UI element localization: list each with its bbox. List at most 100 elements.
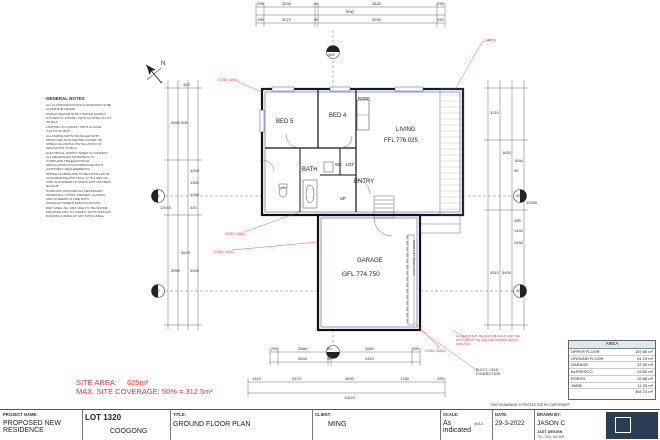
grid-marker-label: 402: [516, 288, 523, 293]
grid-marker-402-left: [151, 284, 165, 298]
dim-label: 1820: [502, 150, 511, 155]
date-value: 29-3-2022: [495, 420, 525, 427]
tb-date: DATE: 29-3-2022: [492, 410, 535, 440]
area-row-label: GROUND FLOOR: [571, 355, 604, 361]
left-dimensions: [164, 80, 202, 330]
dim-label: 2670: [292, 376, 301, 381]
dim-label: 3210: [490, 110, 499, 115]
dim-label: 4590: [345, 376, 354, 381]
area-row-value: 157.66 m²: [634, 349, 653, 354]
tb-project-name: PROJECT NAME: PROPOSED NEW RESIDENCE: [0, 410, 83, 440]
note-item: WINDOWS: PROVIDE ALL NECESSARY MATERIALS…: [46, 188, 106, 205]
north-label: N: [161, 61, 166, 67]
area-row-value: 61.19 m²: [637, 355, 653, 361]
note-item: SMOKE ALARMS ARE TO BE INSTALLED IN ACCO…: [46, 171, 112, 188]
dim-label: 290: [257, 17, 264, 22]
logo-mark-icon: [615, 417, 631, 433]
dim-label: 1310: [252, 376, 261, 381]
room-label-living: LIVING: [396, 127, 416, 133]
annotation-window-note: ALL DOOR MAY BE 2340 MM HIGHT AND THE BO…: [456, 334, 521, 347]
dim-label: 290: [437, 1, 444, 6]
room-label-bed5: BED 5: [276, 119, 294, 125]
grid-marker-label: 400: [328, 52, 335, 57]
annotation-elec-gas: ELECT / GAS CONNECTION: [476, 368, 501, 377]
dim-label: 3200: [282, 1, 291, 6]
dim-label: 400: [183, 82, 190, 87]
dim-label: 90: [514, 168, 519, 173]
dim-label: 12040: [160, 205, 172, 210]
annotation-dpc-wall: DIXEL WALL: [214, 250, 235, 254]
dim-label: 1200: [190, 168, 199, 173]
dim-label: 3830: [372, 1, 381, 6]
grid-marker-label: 401: [516, 193, 523, 198]
area-table: AREA UPPER FLOOR 157.66 m² GROUND FLOOR 61…: [568, 340, 656, 400]
area-row-value: 22.86 m²: [637, 375, 653, 381]
dim-label: 2880: [298, 346, 307, 351]
scale-value: As indicated: [443, 420, 472, 434]
dim-label: 1780: [400, 376, 409, 381]
dim-label: 290: [257, 1, 264, 6]
title-label: TITLE:: [173, 412, 187, 417]
dim-label: 5540: [298, 356, 307, 361]
area-row-value: 23.82 m²: [637, 369, 653, 375]
dim-label: 1696: [514, 158, 523, 163]
area-row-value: 354.73 m²: [634, 389, 653, 395]
company-logo: [606, 412, 658, 439]
floor-level-living: FFL 776.025: [384, 138, 418, 144]
dim-label: 90: [327, 356, 332, 361]
dim-label: 290: [437, 17, 444, 22]
garage-walls: [316, 213, 422, 332]
dim-label: 10260: [526, 200, 538, 205]
grid-marker-400-bottom: [326, 345, 340, 359]
room-label-bed4: BED 4: [329, 113, 347, 119]
bath-fixtures: [278, 161, 334, 209]
dim-label: 5510: [490, 270, 499, 275]
area-row-label: UPPER FLOOR: [571, 349, 600, 354]
site-area-label: SITE AREA:: [76, 378, 117, 387]
alfresco-hatch: [441, 94, 462, 210]
note-item: ALL DOWNLIGHTS INSTALLED WITH APPROVED N…: [46, 134, 102, 150]
scale-label: SCALE:: [443, 412, 459, 417]
area-row-total: 354.73 m²: [569, 389, 655, 395]
company-name: JAST DESIGN: [537, 430, 563, 434]
grid-marker-label: 400: [328, 353, 335, 358]
room-label-entry: ENTRY: [354, 179, 375, 185]
dim-label: 4950: [171, 120, 180, 125]
tb-drawn-by: DRAWN BY: JASON C JAST DESIGN TEL: 0401 …: [534, 410, 604, 440]
area-row-value: 47.90 m²: [637, 362, 653, 368]
entry-porch: [419, 214, 461, 234]
room-label-ldy: LDY: [346, 162, 355, 167]
note-item: WET AREA: ALL WET AREA TO BE WATER PROOF…: [46, 205, 111, 218]
dim-label: 1440: [514, 228, 523, 233]
dim-label: 3070: [282, 17, 291, 22]
project-name-label: PROJECT NAME:: [3, 412, 38, 417]
stair-up-label: UP: [340, 196, 346, 201]
dim-label: 3620: [181, 250, 190, 255]
grid-marker-400-top: [326, 45, 340, 59]
site-area-value: 625m²: [126, 378, 149, 387]
dim-label: 2590: [514, 240, 523, 245]
drawn-by-value: JASON C: [537, 420, 566, 427]
grid-marker-label: 402: [153, 288, 160, 293]
windows: [259, 86, 424, 133]
title-block: PROJECT NAME: PROPOSED NEW RESIDENCE LOT…: [0, 409, 660, 440]
dim-label: 4000: [190, 268, 199, 273]
title-value: GROUND FLOOR PLAN: [173, 421, 251, 428]
area-table-title: AREA: [569, 341, 655, 349]
note-item: WATER HEATER IN HOT WATER SUPPLY SYSTEM …: [46, 112, 112, 124]
room-label-bath: BATH: [302, 167, 318, 173]
dim-label: 3940: [372, 17, 381, 22]
general-notes: ALL ALUMINIUM DOORS & WINDOWS TO BE ALUM…: [46, 103, 112, 220]
dim-label: 90: [314, 1, 319, 6]
date-label: DATE:: [495, 412, 508, 417]
tb-title: TITLE: GROUND FLOOR PLAN: [170, 410, 313, 440]
site-area: SITE AREA: 625m²: [76, 378, 148, 387]
floor-level-garage: GFL 774.750: [342, 271, 380, 278]
note-item: ALL ALUMINIUM DOORS & WINDOWS TO BE ALUM…: [46, 103, 112, 111]
paper-size: @A3: [474, 421, 483, 426]
annotation-dpc-wall: DIXEL WALL: [225, 232, 246, 236]
right-dimensions: [484, 80, 528, 330]
